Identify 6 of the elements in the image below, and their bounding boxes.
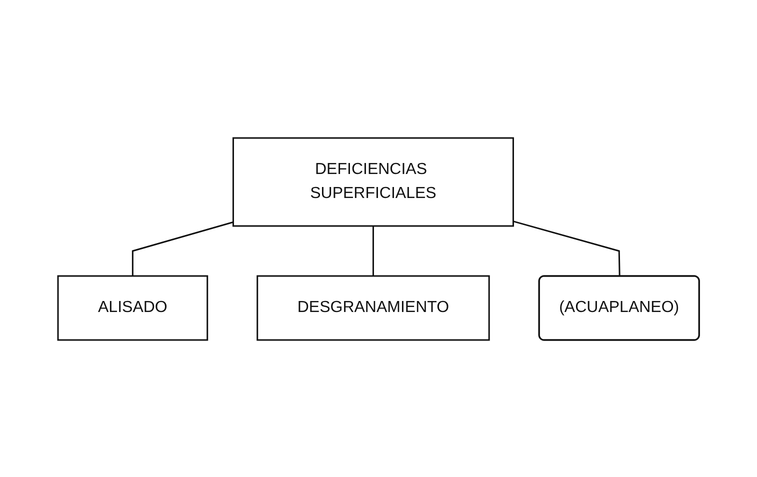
node-box: DESGRANAMIENTO (256, 274, 490, 340)
node-box: ALISADO (57, 274, 208, 340)
node-box: DEFICIENCIAS SUPERFICIALES (232, 136, 514, 226)
connector (372, 226, 374, 276)
connector (132, 220, 234, 276)
connector (512, 220, 620, 276)
